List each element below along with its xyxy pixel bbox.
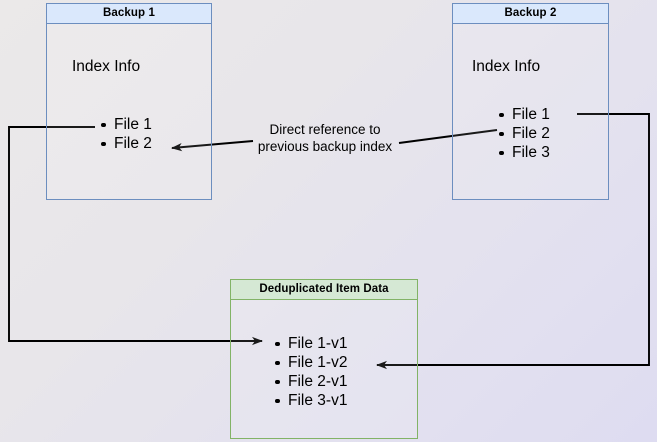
backup-1-body [47,24,211,199]
backup-2-file-list: File 1 File 2 File 3 [496,105,550,162]
list-item: File 2 [496,124,550,143]
list-item: File 2 [98,134,152,153]
backup-2-header: Backup 2 [453,4,608,24]
list-item: File 1 [496,105,550,124]
deduplicated-item-data-box[interactable]: Deduplicated Item Data [230,279,418,439]
list-item: File 1 [98,115,152,134]
backup-1-file-list: File 1 File 2 [98,115,152,153]
direct-reference-annotation: Direct reference to previous backup inde… [257,122,393,154]
deduplicated-file-list: File 1-v1 File 1-v2 File 2-v1 File 3-v1 [272,334,347,410]
backup-1-index-info-label: Index Info [72,58,141,75]
list-item: File 1-v1 [272,334,347,353]
deduplicated-item-data-header: Deduplicated Item Data [231,280,417,300]
backup-2-index-info-label: Index Info [472,58,541,75]
backup-1-box[interactable]: Backup 1 [46,3,212,200]
list-item: File 1-v2 [272,353,347,372]
list-item: File 2-v1 [272,372,347,391]
list-item: File 3 [496,143,550,162]
backup-1-header: Backup 1 [47,4,211,24]
list-item: File 3-v1 [272,391,347,410]
backup-2-box[interactable]: Backup 2 [452,3,609,200]
